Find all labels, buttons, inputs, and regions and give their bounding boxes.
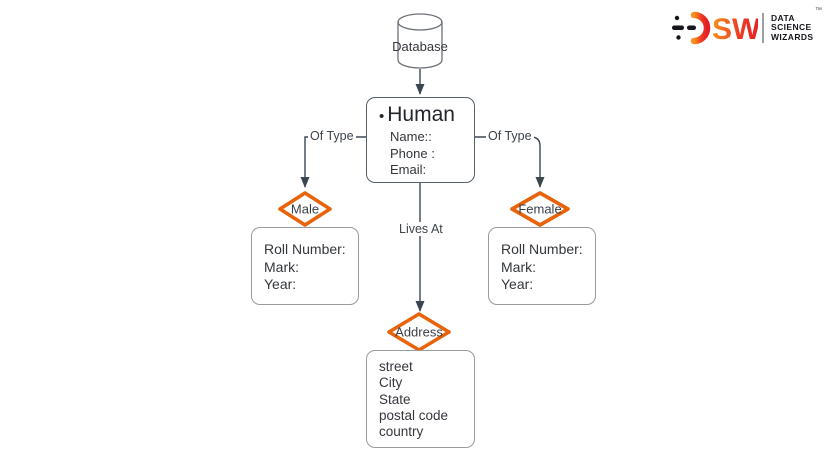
- human-title: • Human: [379, 103, 466, 127]
- human-field-email: Email:: [390, 162, 427, 177]
- female-attributes-box: Roll Number: Mark: Year:: [488, 227, 596, 305]
- female-attr-year: Year:: [501, 276, 534, 292]
- address-relation-label: Address: [395, 324, 443, 340]
- human-title-text: Human: [387, 103, 455, 126]
- logo-text-block: DATA SCIENCE WIZARDS: [771, 12, 814, 43]
- female-relation-diamond: [510, 191, 570, 227]
- address-attr-city: City: [379, 375, 403, 391]
- logo-line-data: DATA: [771, 12, 795, 23]
- address-attr-state: State: [379, 391, 411, 407]
- edge-label-of-type-left: Of Type: [308, 129, 356, 143]
- edge-label-of-type-right: Of Type: [486, 129, 534, 143]
- human-fields: Name:: Phone : Email:: [390, 129, 466, 179]
- male-attr-roll: Roll Number:: [264, 241, 346, 257]
- edge-human-to-female: [475, 136, 545, 188]
- female-attr-mark: Mark:: [501, 258, 536, 275]
- dsw-sw-letters: SW: [712, 13, 758, 46]
- logo-line-wizards: WIZARDS: [771, 31, 814, 42]
- male-attr-mark: Mark:: [264, 258, 299, 275]
- database-cylinder-icon: [397, 13, 443, 69]
- address-attr-street: street: [379, 359, 413, 374]
- human-field-phone: Phone :: [390, 145, 435, 161]
- edge-human-to-male: [300, 136, 366, 188]
- female-relation-label: Female: [518, 201, 562, 217]
- male-attr-year: Year:: [264, 276, 297, 292]
- address-attr-country: country: [379, 424, 424, 440]
- male-relation-diamond: [278, 191, 332, 227]
- bullet-icon: •: [379, 107, 385, 125]
- database-label: Database: [392, 39, 448, 54]
- dsw-wordmark-icon: SW: [672, 11, 758, 46]
- logo-divider: [762, 13, 764, 43]
- male-attributes-box: Roll Number: Mark: Year:: [251, 227, 359, 305]
- male-relation-label: Male: [290, 201, 320, 217]
- trademark-symbol: ™: [815, 7, 822, 14]
- human-field-name: Name::: [390, 129, 432, 144]
- female-attr-roll: Roll Number:: [501, 241, 583, 257]
- edge-label-lives-at: Lives At: [397, 222, 445, 236]
- human-entity-box: • Human Name:: Phone : Email:: [366, 97, 475, 183]
- logo-line-science: SCIENCE: [771, 22, 812, 33]
- dsw-logo: SW DATA SCIENCE WIZARDS ™: [672, 7, 824, 48]
- address-attr-postal: postal code: [379, 407, 449, 423]
- address-attributes-box: street City State postal code country: [366, 350, 475, 448]
